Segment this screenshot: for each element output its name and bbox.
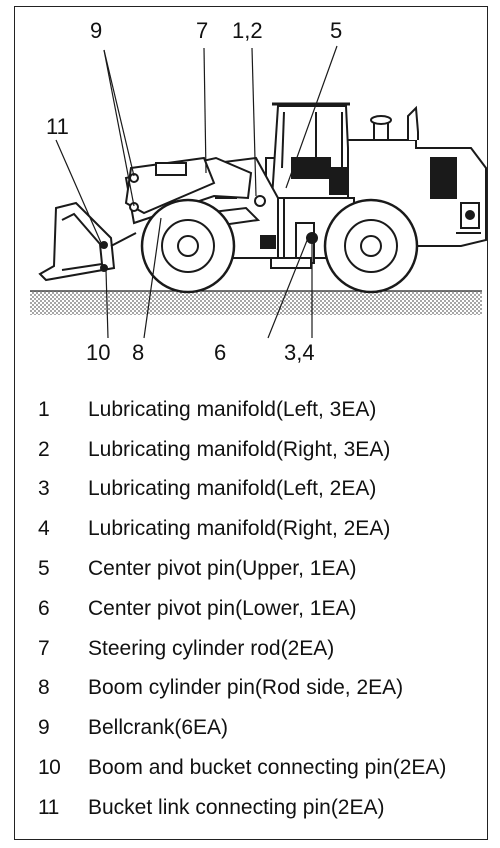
callout-1-2: 1,2 (232, 18, 263, 43)
bellcrank (124, 156, 216, 215)
legend-label: Boom and bucket connecting pin(2EA) (88, 756, 447, 780)
leader-lines (55, 45, 338, 339)
legend-item: 8 Boom cylinder pin(Rod side, 2EA) (38, 669, 478, 709)
legend-item: 7 Steering cylinder rod(2EA) (38, 629, 478, 669)
exhaust (370, 105, 419, 141)
legend-label: Center pivot pin(Lower, 1EA) (88, 596, 357, 620)
legend-number: 8 (38, 676, 50, 700)
legend-label: Steering cylinder rod(2EA) (88, 636, 335, 660)
legend-item: 5 Center pivot pin(Upper, 1EA) (38, 549, 478, 589)
legend-item: 2 Lubricating manifold(Right, 3EA) (38, 430, 478, 470)
legend-number: 7 (38, 636, 50, 660)
legend-label: Boom cylinder pin(Rod side, 2EA) (88, 676, 404, 700)
legend-label: Lubricating manifold(Left, 2EA) (88, 477, 377, 501)
legend-item: 3 Lubricating manifold(Left, 2EA) (38, 470, 478, 510)
bucket (38, 201, 137, 282)
legend-item: 4 Lubricating manifold(Right, 2EA) (38, 509, 478, 549)
legend-label: Lubricating manifold(Left, 3EA) (88, 397, 377, 421)
callout-6: 6 (214, 340, 227, 365)
legend-number: 9 (38, 716, 50, 740)
callout-10: 10 (86, 340, 111, 365)
legend-number: 5 (38, 557, 50, 581)
legend-label: Bellcrank(6EA) (88, 716, 229, 740)
legend-item: 11 Bucket link connecting pin(2EA) (38, 788, 478, 828)
rear-wheel (323, 198, 419, 294)
ground (30, 290, 482, 315)
legend-number: 6 (38, 596, 50, 620)
wheel-loader-diagram: 9 7 1,2 5 11 10 8 6 3,4 (16, 8, 488, 388)
legend-label: Lubricating manifold(Right, 3EA) (88, 437, 391, 461)
legend-number: 11 (38, 795, 59, 819)
figure-frame (14, 6, 488, 840)
callout-5: 5 (330, 18, 343, 43)
legend-label: Center pivot pin(Upper, 1EA) (88, 557, 357, 581)
front-wheel (140, 198, 236, 294)
legend-label: Bucket link connecting pin(2EA) (88, 795, 385, 819)
wheel-loader-illustration (30, 45, 487, 339)
parts-legend: 1 Lubricating manifold(Left, 3EA) 2 Lubr… (38, 390, 478, 828)
legend-number: 3 (38, 477, 50, 501)
legend-item: 10 Boom and bucket connecting pin(2EA) (38, 748, 478, 788)
legend-number: 10 (38, 756, 61, 780)
legend-item: 9 Bellcrank(6EA) (38, 708, 478, 748)
legend-item: 1 Lubricating manifold(Left, 3EA) (38, 390, 478, 430)
legend-number: 2 (38, 437, 50, 461)
callout-11: 11 (46, 114, 69, 139)
callout-7: 7 (196, 18, 209, 43)
legend-item: 6 Center pivot pin(Lower, 1EA) (38, 589, 478, 629)
callout-3-4: 3,4 (284, 340, 315, 365)
legend-number: 1 (38, 397, 50, 421)
callout-9: 9 (90, 18, 103, 43)
legend-label: Lubricating manifold(Right, 2EA) (88, 517, 391, 541)
legend-number: 4 (38, 517, 50, 541)
callout-8: 8 (132, 340, 145, 365)
